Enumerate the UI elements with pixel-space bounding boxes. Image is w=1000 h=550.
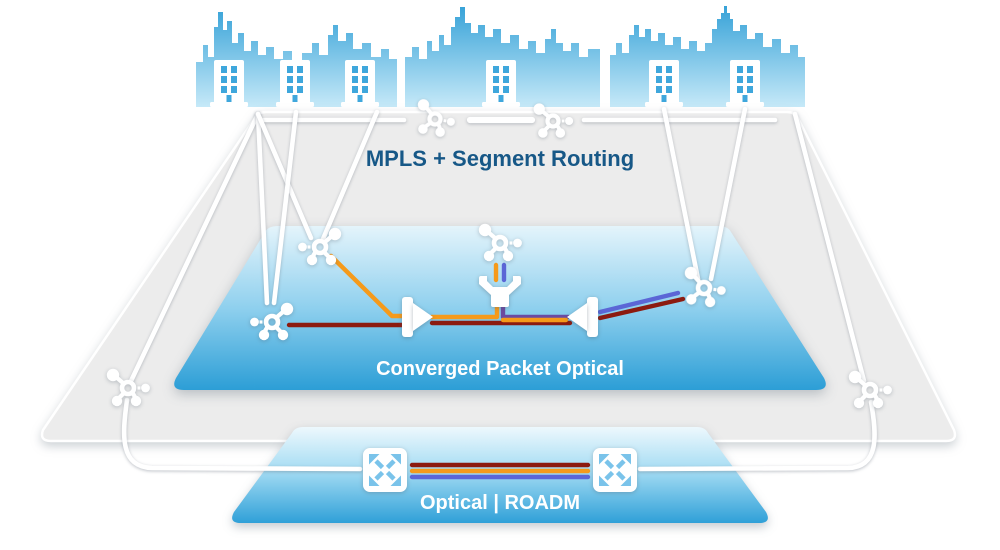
office-building-icon xyxy=(645,60,683,107)
city-silhouette xyxy=(610,6,805,107)
wavelength-mux-funnel-icon xyxy=(479,276,521,307)
office-building-icon xyxy=(726,60,764,107)
roadm-crossconnect-icon xyxy=(363,448,407,492)
optical-roadm-label: Optical | ROADM xyxy=(420,492,580,514)
office-building-icon xyxy=(341,60,379,107)
optical-amplifier-icon xyxy=(402,297,433,337)
roadm-crossconnect-icon xyxy=(593,448,637,492)
city-skyline-right xyxy=(610,6,805,107)
office-building-icon xyxy=(276,60,314,107)
mpls-layer-label: MPLS + Segment Routing xyxy=(366,146,634,171)
optical-devices xyxy=(402,276,598,337)
converged-packet-optical-layer xyxy=(174,226,826,390)
city-silhouette xyxy=(405,7,600,107)
connection-lines xyxy=(121,106,877,472)
roadm-section xyxy=(363,448,637,492)
city-skyline-middle xyxy=(405,7,600,107)
converged-packet-optical-label: Converged Packet Optical xyxy=(376,358,624,380)
office-building-icon xyxy=(210,60,248,107)
office-building-icon xyxy=(482,60,520,107)
city-skyline-left xyxy=(196,12,397,107)
optical-amplifier-icon xyxy=(567,297,598,337)
